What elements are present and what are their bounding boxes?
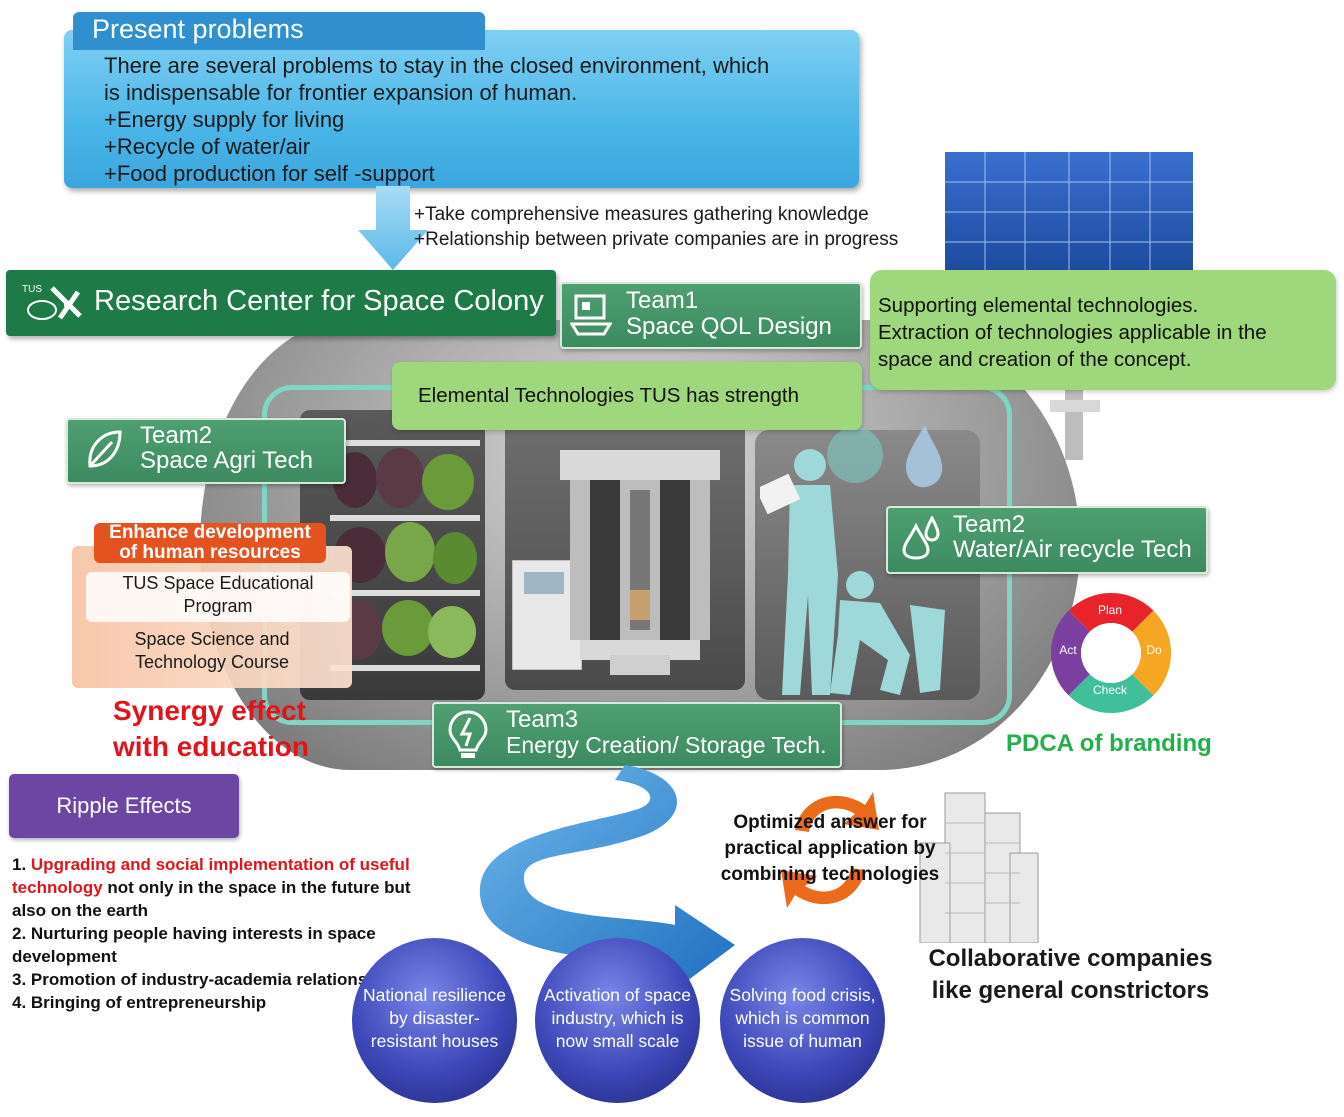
pdca-segment — [1051, 610, 1090, 696]
collab-line: like general constrictors — [931, 977, 1210, 1004]
outcome-bubble: National resilience by disaster- resista… — [352, 938, 517, 1103]
pdca-segment — [1068, 674, 1154, 713]
solar-panel-illustration — [945, 152, 1193, 274]
problem-line: There are several problems to stay in th… — [104, 53, 770, 78]
problem-line: is indispensable for frontier expansion … — [104, 80, 578, 105]
team2-water-number: Team2 — [953, 511, 1026, 538]
optimized-line: practical application by — [724, 838, 936, 859]
team3-number: Team3 — [506, 706, 579, 733]
present-problems-text: There are several problems to stay in th… — [104, 52, 844, 187]
tus-satellite-logo-icon: TUS — [22, 284, 82, 320]
optimized-answer-text: Optimized answer for practical applicati… — [705, 810, 955, 888]
spiral-arrow-icon — [479, 765, 735, 990]
problem-line: +Energy supply for living — [104, 107, 345, 132]
ripple-effects-title: Ripple Effects — [9, 774, 239, 838]
team2-agri-box — [66, 418, 346, 484]
ripple-item-number: 1. — [12, 855, 31, 874]
bubble-line: industry, which is — [551, 1008, 684, 1028]
pdca-segment — [1132, 610, 1171, 696]
team3-box — [432, 702, 842, 768]
team1-name: Space QOL Design — [626, 313, 832, 340]
team3-name: Energy Creation/ Storage Tech. — [506, 732, 827, 758]
program-line: Program — [183, 596, 253, 616]
bubble-line: which is common — [735, 1008, 870, 1028]
water-drops-icon — [902, 516, 940, 560]
collaborative-companies-text: Collaborative companies like general con… — [908, 943, 1233, 1007]
optimized-line: combining technologies — [720, 864, 940, 885]
down-arrow-icon — [358, 186, 428, 270]
space-science-course: Space Science and Technology Course — [86, 628, 338, 674]
pdca-check-label: Check — [1093, 683, 1128, 697]
outcome-bubble: Activation of space industry, which is n… — [535, 938, 700, 1103]
pdca-do-label: Do — [1146, 643, 1162, 657]
team1-box — [560, 282, 862, 349]
supporting-line: Supporting elemental technologies. — [878, 294, 1199, 317]
bubble-line: resistant houses — [370, 1031, 499, 1051]
astronauts-silhouette-illustration — [760, 425, 945, 695]
tus-space-educational-program: TUS Space Educational Program — [86, 572, 350, 622]
city-buildings-illustration — [919, 792, 1039, 943]
pdca-branding-label: PDCA of branding — [1006, 730, 1212, 757]
research-center-title: Research Center for Space Colony — [94, 285, 544, 317]
bubble-line: Solving food crisis, — [729, 985, 876, 1005]
pdca-cycle-diagram: Plan Do Check Act — [1051, 593, 1171, 713]
team2-agri-name: Space Agri Tech — [140, 447, 314, 474]
bubble-line: National resilience — [363, 985, 506, 1005]
elemental-technologies-box — [392, 362, 862, 430]
measure-line: +Relationship between private companies … — [414, 229, 899, 250]
bubble-line: now small scale — [555, 1031, 680, 1051]
ripple-item-highlight: Upgrading and social implementation of u… — [12, 855, 410, 897]
program-line: TUS Space Educational — [122, 573, 314, 593]
synergy-line: Synergy effect — [113, 695, 306, 726]
design-drafting-icon — [570, 294, 612, 336]
measure-line: +Take comprehensive measures gathering k… — [414, 204, 869, 225]
course-line: Technology Course — [134, 652, 290, 672]
present-problems-box — [64, 30, 859, 188]
orange-cycle-arrows-icon — [781, 792, 879, 908]
bubble-line: Activation of space — [544, 985, 691, 1005]
supporting-line: space and creation of the concept. — [878, 348, 1192, 371]
ripple-item: 2. Nurturing people having interests in … — [12, 924, 376, 966]
team2-water-name: Water/Air recycle Tech — [953, 536, 1192, 563]
pipe-fitting-illustration — [1050, 380, 1100, 460]
research-center-banner — [6, 270, 556, 336]
ripple-item: 3. Promotion of industry-academia relati… — [12, 970, 393, 989]
course-line: Space Science and — [134, 629, 290, 649]
present-problems-title: Present problems — [73, 12, 485, 50]
pdca-act-label: Act — [1059, 643, 1077, 657]
pdca-segment — [1068, 593, 1154, 632]
ripple-item: 4. Bringing of entrepreneurship — [12, 993, 267, 1012]
badge-line: Enhance development — [109, 522, 311, 543]
outcome-bubble: Solving food crisis, which is common iss… — [720, 938, 885, 1103]
bubble-line: issue of human — [743, 1031, 862, 1051]
ripple-effects-list: 1. Upgrading and social implementation o… — [12, 853, 442, 1014]
leaf-icon — [88, 430, 122, 468]
team2-water-box — [886, 506, 1208, 574]
supporting-text: Supporting elemental technologies. Extra… — [878, 292, 1267, 373]
problem-line: +Food production for self -support — [104, 161, 435, 186]
lightbulb-bolt-icon — [448, 710, 488, 758]
measures-text: +Take comprehensive measures gathering k… — [414, 202, 898, 252]
supporting-line: Extraction of technologies applicable in… — [878, 321, 1267, 344]
collab-line: Collaborative companies — [928, 945, 1213, 972]
ripple-item-rest: not only in the space in the future but … — [12, 878, 411, 920]
human-resources-badge: Enhance development of human resources — [94, 523, 326, 563]
problem-line: +Recycle of water/air — [104, 134, 311, 159]
logo-text: TUS — [22, 284, 42, 295]
optimized-line: Optimized answer for — [733, 812, 927, 833]
bubble-line: by disaster- — [389, 1008, 480, 1028]
synergy-line: with education — [113, 731, 309, 762]
pdca-plan-label: Plan — [1098, 603, 1122, 617]
supporting-technologies-box — [870, 270, 1336, 390]
team2-agri-number: Team2 — [140, 422, 213, 449]
reactor-core-illustration — [560, 450, 720, 675]
synergy-effect-text: Synergy effect with education — [113, 693, 309, 765]
team1-number: Team1 — [626, 287, 699, 314]
badge-line: of human resources — [119, 542, 301, 563]
ripple-item: 1. Upgrading and social implementation o… — [12, 853, 442, 922]
elemental-technologies-text: Elemental Technologies TUS has strength — [418, 384, 799, 407]
